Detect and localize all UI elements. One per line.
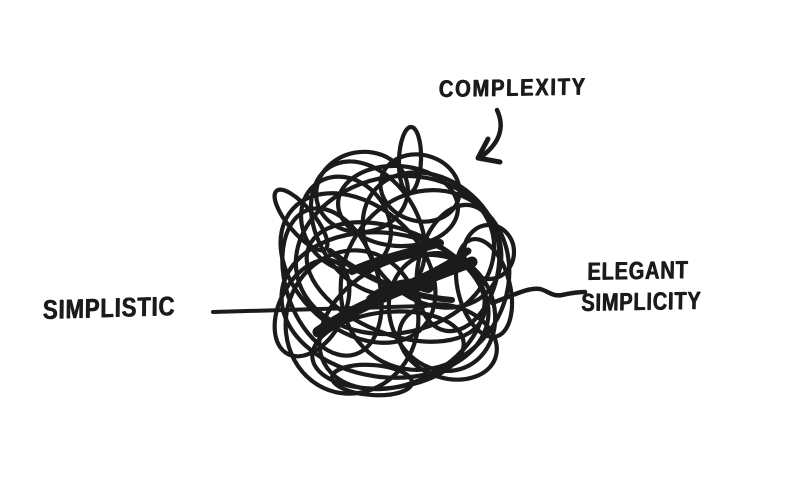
complexity-arrow-icon	[475, 107, 503, 165]
elegant-simplicity-label-line1: ELEGANT	[587, 256, 689, 286]
elegant-simplicity-label-line2: SIMPLICITY	[580, 286, 702, 318]
tangle-scribble	[272, 124, 517, 398]
elegant-simplicity-line	[489, 286, 588, 306]
complexity-label: COMPLEXITY	[438, 73, 587, 104]
simplistic-label: SIMPLISTIC	[42, 291, 176, 326]
elegant-simplicity-label: ELEGANT SIMPLICITY	[581, 255, 702, 319]
simplistic-line	[211, 304, 427, 314]
